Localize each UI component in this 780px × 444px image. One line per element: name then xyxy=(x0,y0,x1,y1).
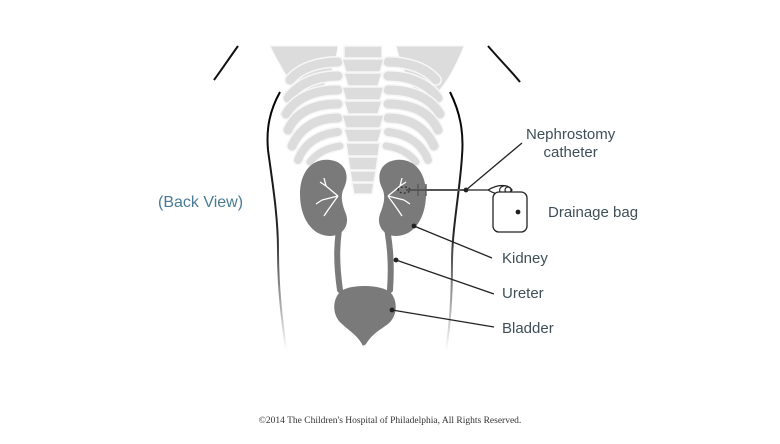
leader-lines xyxy=(391,142,523,328)
ureter-label: Ureter xyxy=(502,285,544,302)
kidneys xyxy=(300,159,426,236)
kidney-leader xyxy=(413,225,493,259)
ureters xyxy=(334,211,394,293)
rib-cage xyxy=(280,56,446,167)
left-ureter xyxy=(334,211,345,293)
body-outline xyxy=(213,45,521,351)
back-view-label: (Back View) xyxy=(158,194,244,211)
kidney-calyces xyxy=(315,177,411,217)
drainage-bag xyxy=(492,185,528,233)
nephrostomy-catheter-label-line1: Nephrostomy xyxy=(526,126,616,143)
right-kidney xyxy=(378,159,426,236)
left-torso-outline xyxy=(266,91,287,351)
left-kidney xyxy=(300,159,348,236)
kidney-label: Kidney xyxy=(502,250,548,267)
spine xyxy=(340,45,386,195)
left-shoulder-outline xyxy=(213,45,239,81)
ureter-leader xyxy=(395,259,495,295)
drainage-bag-label: Drainage bag xyxy=(548,204,639,221)
nephrostomy-catheter-label: Nephrostomy catheter xyxy=(526,126,615,162)
right-ribs xyxy=(381,56,446,167)
right-ureter xyxy=(381,211,394,293)
right-torso-outline xyxy=(445,91,464,351)
bladder-leader xyxy=(391,309,495,328)
catheter-leader xyxy=(465,142,523,191)
copyright-notice: ©2014 The Children's Hospital of Philade… xyxy=(258,416,522,426)
leader-dots xyxy=(389,187,521,313)
nephrostomy-catheter-label-line2: catheter xyxy=(543,144,598,161)
bladder xyxy=(334,286,396,346)
bladder-label: Bladder xyxy=(502,320,554,337)
right-shoulder-outline xyxy=(487,45,521,83)
left-ribs xyxy=(280,56,345,167)
